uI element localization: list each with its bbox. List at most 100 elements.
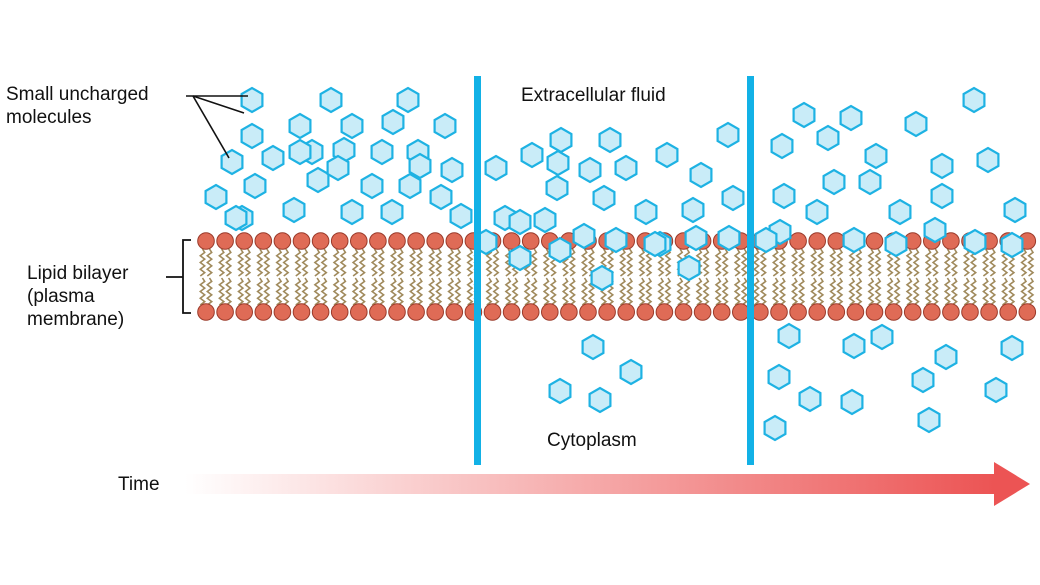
- molecule-icon: [224, 204, 248, 232]
- lipid-tail: [962, 277, 971, 306]
- molecule-icon: [839, 104, 863, 132]
- lipid-tail: [752, 277, 760, 306]
- lipid-tail: [752, 248, 760, 277]
- molecule-icon: [864, 142, 888, 170]
- lipid-tail: [867, 277, 875, 306]
- molecule-icon: [976, 146, 1000, 174]
- lipid-tail: [714, 248, 722, 277]
- label-line: molecules: [6, 107, 92, 128]
- phospholipid-head: [292, 232, 311, 250]
- label-callouts: [166, 95, 248, 314]
- lipid-tail: [416, 277, 424, 306]
- lipid-tail: [778, 277, 787, 306]
- lipid-tail: [931, 248, 939, 277]
- lipid-tail: [492, 248, 500, 277]
- lipid-tail: [619, 248, 627, 277]
- molecule-icon: [816, 124, 840, 152]
- lipid-tail: [320, 277, 328, 306]
- lipid-tail: [466, 277, 474, 306]
- lipid-tail: [810, 248, 818, 277]
- molecule-icon: [548, 377, 572, 405]
- phospholipid-head: [254, 303, 273, 321]
- phospholipid-head: [942, 303, 960, 321]
- molecule-icon: [984, 376, 1008, 404]
- molecule-icon: [754, 226, 778, 254]
- lipid-tail: [523, 277, 531, 306]
- phospholipid-head: [521, 303, 540, 321]
- lipid-tail: [561, 277, 569, 306]
- molecule-icon: [689, 161, 713, 189]
- molecule-icon: [340, 112, 364, 140]
- lipid-tail: [931, 277, 939, 306]
- lipid-tail: [428, 248, 436, 277]
- molecule-icon: [777, 322, 801, 350]
- molecule-icon: [798, 385, 822, 413]
- lipid-tail: [447, 248, 455, 277]
- lipid-tail: [924, 248, 932, 277]
- lipid-tail: [244, 248, 252, 277]
- molecule-icon: [408, 152, 432, 180]
- lipid-tail: [721, 277, 729, 306]
- molecules-pointer-line: [192, 95, 230, 159]
- phospholipid-head: [350, 232, 368, 250]
- lipid-bilayer-label: Lipid bilayer (plasma membrane): [27, 262, 128, 331]
- lipid-tail: [676, 277, 684, 306]
- lipid-tail: [1020, 277, 1028, 306]
- phospholipid-heads: [197, 232, 1037, 321]
- phospholipid-head: [445, 303, 464, 321]
- phospholipid-head: [884, 303, 903, 321]
- molecule-icon: [870, 323, 894, 351]
- lipid-tail: [645, 277, 653, 306]
- lipid-tail: [275, 248, 283, 277]
- phospholipid-head: [865, 303, 884, 321]
- label-line: (plasma: [27, 286, 95, 307]
- lipid-tail: [1027, 248, 1035, 277]
- lipid-tail: [549, 277, 557, 306]
- lipid-tail: [530, 277, 538, 306]
- phospholipid-head: [961, 303, 979, 321]
- lipid-tail: [791, 248, 799, 277]
- molecule-icon: [306, 166, 330, 194]
- lipid-tail: [294, 277, 302, 306]
- lipid-tail: [454, 248, 462, 277]
- molecule-icon: [930, 152, 954, 180]
- lipid-tail: [332, 277, 340, 306]
- lipid-tails: [198, 248, 1035, 306]
- molecule-icon: [326, 154, 350, 182]
- phospholipid-head: [273, 232, 292, 250]
- lipid-tail: [339, 277, 347, 306]
- phospholipid-head: [903, 303, 922, 321]
- panel-divider: [474, 76, 481, 465]
- phospholipid-head: [311, 303, 330, 321]
- lipid-tail: [568, 248, 576, 277]
- molecule-icon: [449, 202, 473, 230]
- lipid-tail: [740, 248, 748, 277]
- lipid-tail: [817, 277, 825, 306]
- molecule-icon: [681, 196, 705, 224]
- lipid-tail: [867, 248, 875, 277]
- lipid-tail: [664, 277, 672, 306]
- lipid-tail: [370, 248, 378, 277]
- lipid-tail: [377, 277, 385, 306]
- lipid-tail: [428, 277, 436, 306]
- phospholipid-head: [808, 232, 827, 250]
- lipid-tail: [205, 277, 214, 306]
- molecule-icon: [282, 196, 306, 224]
- lipid-tail: [218, 248, 226, 277]
- molecule-icon: [963, 228, 987, 256]
- lipid-tail: [905, 248, 913, 277]
- lipid-tail: [989, 248, 997, 277]
- label-line: Lipid bilayer: [27, 263, 129, 284]
- phospholipid-head: [235, 232, 253, 250]
- lipid-tail: [855, 248, 863, 277]
- lipid-tail: [836, 248, 844, 277]
- lipid-tail: [962, 248, 971, 277]
- molecule-icon: [923, 216, 947, 244]
- phospholipid-head: [827, 232, 846, 250]
- lipid-tail: [950, 248, 958, 277]
- molecule-icon: [911, 366, 935, 394]
- phospholipid-head: [388, 303, 406, 321]
- lipid-tail: [409, 277, 417, 306]
- phospholipid-head: [330, 232, 349, 250]
- lipid-tail: [836, 277, 844, 306]
